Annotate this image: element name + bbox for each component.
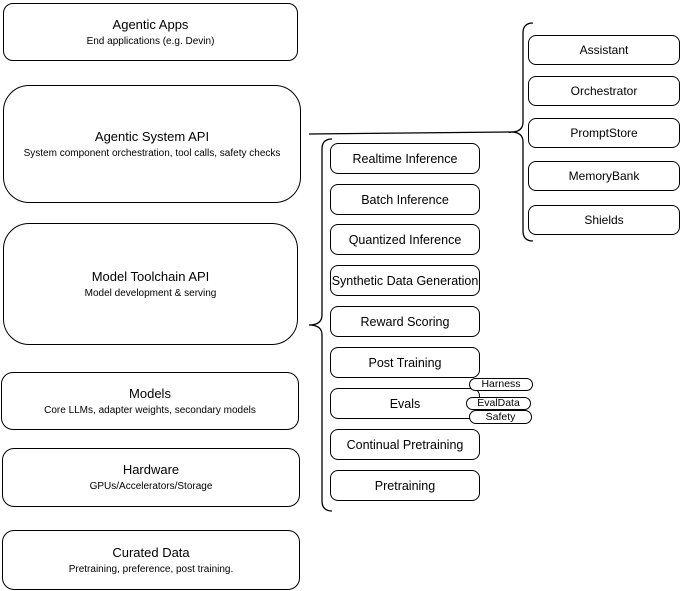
node-label: Pretraining — [374, 478, 436, 493]
node-label: Continual Pretraining — [346, 437, 464, 452]
node-label: Post Training — [368, 355, 442, 370]
node-continual-pretraining: Continual Pretraining — [330, 429, 480, 460]
brace-model-toolchain — [308, 138, 333, 512]
node-synthetic-data-generation: Synthetic Data Generation — [330, 265, 480, 296]
node-label: Quantized Inference — [348, 232, 462, 247]
node-curated-data: Curated Data Pretraining, preference, po… — [2, 530, 300, 590]
node-label: Evals — [389, 396, 421, 411]
node-pretraining: Pretraining — [330, 470, 480, 501]
node-promptstore: PromptStore — [528, 118, 680, 148]
node-label: Reward Scoring — [360, 314, 450, 329]
node-label: PromptStore — [570, 126, 638, 140]
node-post-training: Post Training — [330, 347, 480, 378]
node-assistant: Assistant — [528, 35, 680, 65]
node-title: Agentic Apps — [112, 16, 189, 32]
node-label: Assistant — [579, 43, 629, 57]
node-label: Orchestrator — [570, 84, 638, 98]
node-agentic-system-api: Agentic System API System component orch… — [3, 85, 301, 203]
node-label: Realtime Inference — [352, 151, 458, 166]
node-evals: Evals — [330, 388, 480, 419]
node-subtitle: GPUs/Accelerators/Storage — [89, 481, 213, 492]
node-subtitle: End applications (e.g. Devin) — [86, 35, 215, 47]
tag-evaldata: EvalData — [466, 397, 531, 410]
node-quantized-inference: Quantized Inference — [330, 224, 480, 255]
node-subtitle: Core LLMs, adapter weights, secondary mo… — [44, 404, 256, 416]
node-label: Shields — [584, 213, 624, 227]
node-model-toolchain-api: Model Toolchain API Model development & … — [3, 223, 298, 345]
node-label: Batch Inference — [361, 192, 449, 207]
node-title: Models — [129, 385, 171, 401]
node-subtitle: System component orchestration, tool cal… — [23, 147, 281, 159]
tag-harness: Harness — [469, 378, 533, 391]
node-title: Hardware — [122, 462, 180, 477]
node-title: Agentic System API — [94, 128, 210, 144]
node-agentic-apps: Agentic Apps End applications (e.g. Devi… — [3, 3, 298, 61]
node-models: Models Core LLMs, adapter weights, secon… — [1, 372, 299, 430]
node-shields: Shields — [528, 205, 680, 235]
node-hardware: Hardware GPUs/Accelerators/Storage — [2, 448, 300, 507]
node-label: MemoryBank — [568, 169, 640, 183]
tag-label: Harness — [481, 378, 521, 390]
node-subtitle: Model development & serving — [84, 287, 217, 299]
connector-system-api-line — [308, 131, 512, 135]
node-memorybank: MemoryBank — [528, 161, 680, 191]
node-orchestrator: Orchestrator — [528, 76, 680, 106]
node-title: Curated Data — [112, 544, 190, 560]
node-subtitle: Pretraining, preference, post training. — [68, 563, 234, 575]
tag-label: Safety — [485, 410, 516, 423]
node-label: Synthetic Data Generation — [331, 273, 479, 288]
tag-label: EvalData — [477, 397, 520, 409]
node-batch-inference: Batch Inference — [330, 184, 480, 215]
tag-safety: Safety — [469, 410, 532, 424]
node-reward-scoring: Reward Scoring — [330, 306, 480, 337]
node-realtime-inference: Realtime Inference — [330, 143, 480, 174]
node-title: Model Toolchain API — [91, 268, 210, 284]
